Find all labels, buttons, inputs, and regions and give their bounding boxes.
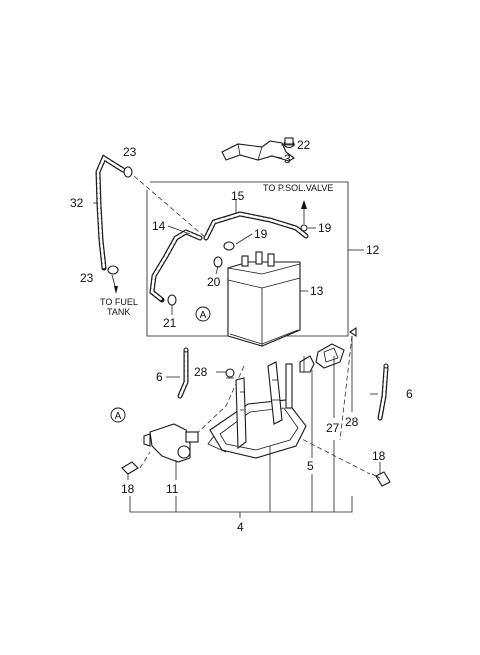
callout-5: 5: [307, 459, 314, 473]
callout-4: 4: [237, 520, 244, 534]
canister-port-1: [241, 255, 249, 267]
arrow-to-tank-icon: [114, 286, 118, 294]
callout-3: 3: [284, 152, 291, 166]
assembly-boundary-12: [146, 181, 349, 337]
dash-line-4: [295, 435, 371, 475]
clamp-top-part: [123, 166, 133, 178]
callout-27: 27: [326, 421, 340, 435]
callout-20: 20: [207, 275, 221, 289]
callout-14: 14: [152, 219, 166, 233]
ref-marker-a-top-text: A: [200, 310, 207, 321]
note-to-fuel: TO FUEL: [100, 297, 138, 307]
solenoid-valve-part: [143, 423, 199, 463]
ref-marker-a-bottom-text: A: [115, 411, 122, 422]
clamp-20-part: [213, 256, 223, 268]
leader-19-left: [235, 233, 253, 245]
dash-line-3: [339, 335, 353, 441]
dash-line-2: [191, 365, 245, 439]
mounting-bracket-part: [221, 137, 295, 162]
callout-21: 21: [163, 316, 177, 330]
solenoid-connector: [185, 431, 199, 443]
dash-line-5: [139, 451, 151, 469]
clamp-19-left-part: [223, 241, 235, 251]
callout-13: 13: [310, 284, 324, 298]
leader-14: [167, 225, 191, 235]
bolt-18-left-part: [121, 461, 139, 475]
callout-19-right: 19: [318, 221, 332, 235]
strap-27-part: [315, 343, 345, 369]
ref-marker-a-bottom: A: [110, 407, 126, 423]
callout-22: 22: [297, 138, 311, 152]
callout-23-top: 23: [123, 145, 137, 159]
clamp-21-part: [167, 294, 177, 306]
hose-14-part: [149, 229, 203, 306]
canister-part: [227, 251, 301, 347]
callout-11: 11: [166, 482, 179, 496]
callout-18-right: 18: [372, 449, 386, 463]
callout-23-bottom: 23: [80, 271, 94, 285]
canister-port-3: [267, 253, 275, 267]
arrow-to-valve-icon: [301, 200, 307, 209]
hose-15-part: [203, 200, 309, 268]
leader-20: [215, 265, 219, 275]
leader-4-bracket: [129, 440, 353, 518]
clamp-19-right-part: [300, 224, 308, 232]
callout-32: 32: [70, 196, 84, 210]
callout-28-right: 28: [345, 415, 359, 429]
canister-tray-part: [207, 361, 307, 459]
canister-port-2: [255, 251, 263, 265]
vent-tube-left-part: [177, 347, 189, 399]
callout-15: 15: [231, 189, 245, 203]
clip-28-left-part: [225, 368, 235, 379]
callout-19-left: 19: [254, 227, 268, 241]
callout-12: 12: [366, 243, 380, 257]
note-tank: TANK: [107, 307, 130, 317]
tray-upright: [285, 363, 293, 409]
nut-top-part: [284, 137, 294, 145]
leader-3: [269, 155, 283, 159]
vent-hose-part: [95, 154, 133, 294]
dash-line-1: [133, 175, 207, 239]
callout-6-left: 6: [156, 370, 163, 384]
bolt-18-right-part: [371, 471, 391, 487]
clamp-bottom-part: [107, 265, 119, 275]
valve-5-part: [299, 355, 315, 373]
callout-18-left: 18: [121, 482, 135, 496]
note-to-p-sol-valve: TO P.SOL.VALVE: [263, 183, 333, 193]
callout-28-left: 28: [194, 365, 208, 379]
vent-tube-right-part: [377, 363, 389, 421]
clip-28-right-part: [349, 326, 357, 338]
ref-marker-a-top: A: [195, 306, 211, 322]
callout-6-right: 6: [406, 387, 413, 401]
